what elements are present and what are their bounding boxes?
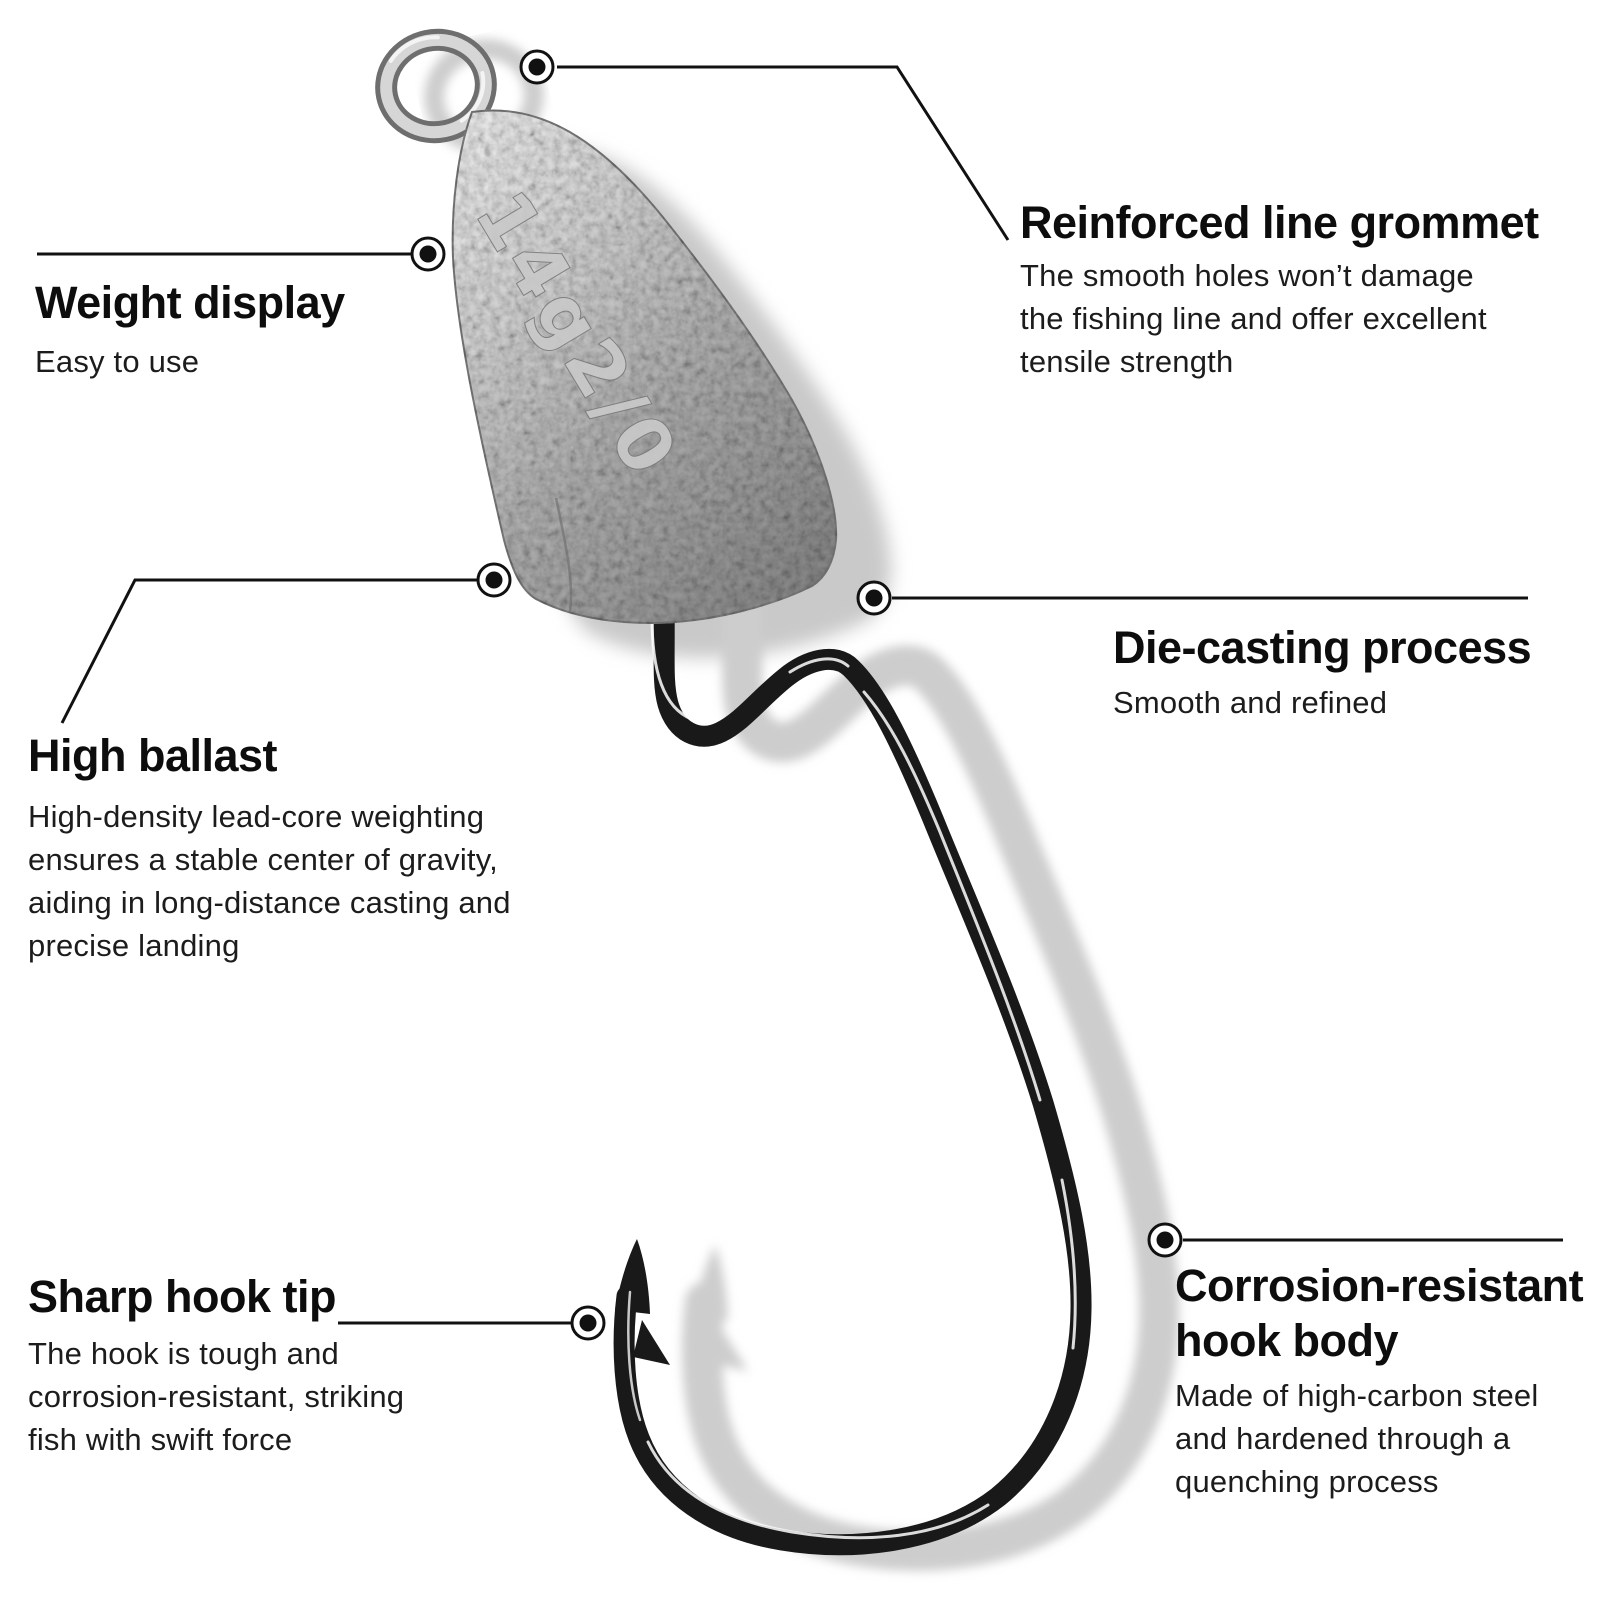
callout-marker-weight-display [410,236,446,272]
weight-sinker-shape [451,109,838,624]
callout-line-grommet: Reinforced line grommet The smooth holes… [1020,198,1539,383]
callout-title: Die-casting process [1113,622,1532,673]
hook-shadow [692,609,1160,1552]
callout-weight-display: Weight display Easy to use [35,278,345,383]
callout-description: Smooth and refined [1113,685,1388,720]
callout-title: Reinforced line grommet [1020,197,1539,248]
callout-title: Weight display [35,277,345,328]
callout-connectors [37,65,1563,1325]
callout-connector-line-line-grommet [557,65,1010,241]
callout-description: High-density lead-core weighting ensures… [28,799,511,963]
callout-connector-line-high-ballast [60,578,477,724]
callout-title: Corrosion-resistant hook body [1175,1260,1584,1366]
hook-highlights [627,616,1077,1540]
hook-eye-loop [375,28,497,144]
callout-hook-body: Corrosion-resistant hook body Made of hi… [1175,1258,1584,1503]
callout-marker-line-grommet [519,49,555,85]
callout-description: Easy to use [35,344,200,379]
callout-marker-sharp-hook-tip [570,1305,606,1341]
callout-title: High ballast [28,730,278,781]
callout-marker-high-ballast [476,562,512,598]
callout-marker-hook-body [1147,1222,1183,1258]
callout-description: The smooth holes won’t damage the fishin… [1020,258,1487,379]
hook-wire [614,603,1082,1546]
weight-crease [554,497,573,613]
callout-description: Made of high-carbon steel and hardened t… [1175,1378,1539,1499]
callout-sharp-hook-tip: Sharp hook tip The hook is tough and cor… [28,1272,404,1461]
callout-description: The hook is tough and corrosion-resistan… [28,1336,405,1457]
weight-sinker: 14g2/0 [451,109,838,624]
callout-markers [410,49,1183,1341]
callout-title: Sharp hook tip [28,1271,337,1322]
callout-high-ballast: High ballast High-density lead-core weig… [28,731,511,967]
callout-marker-die-casting [856,580,892,616]
callout-die-casting: Die-casting process Smooth and refined [1113,622,1532,724]
